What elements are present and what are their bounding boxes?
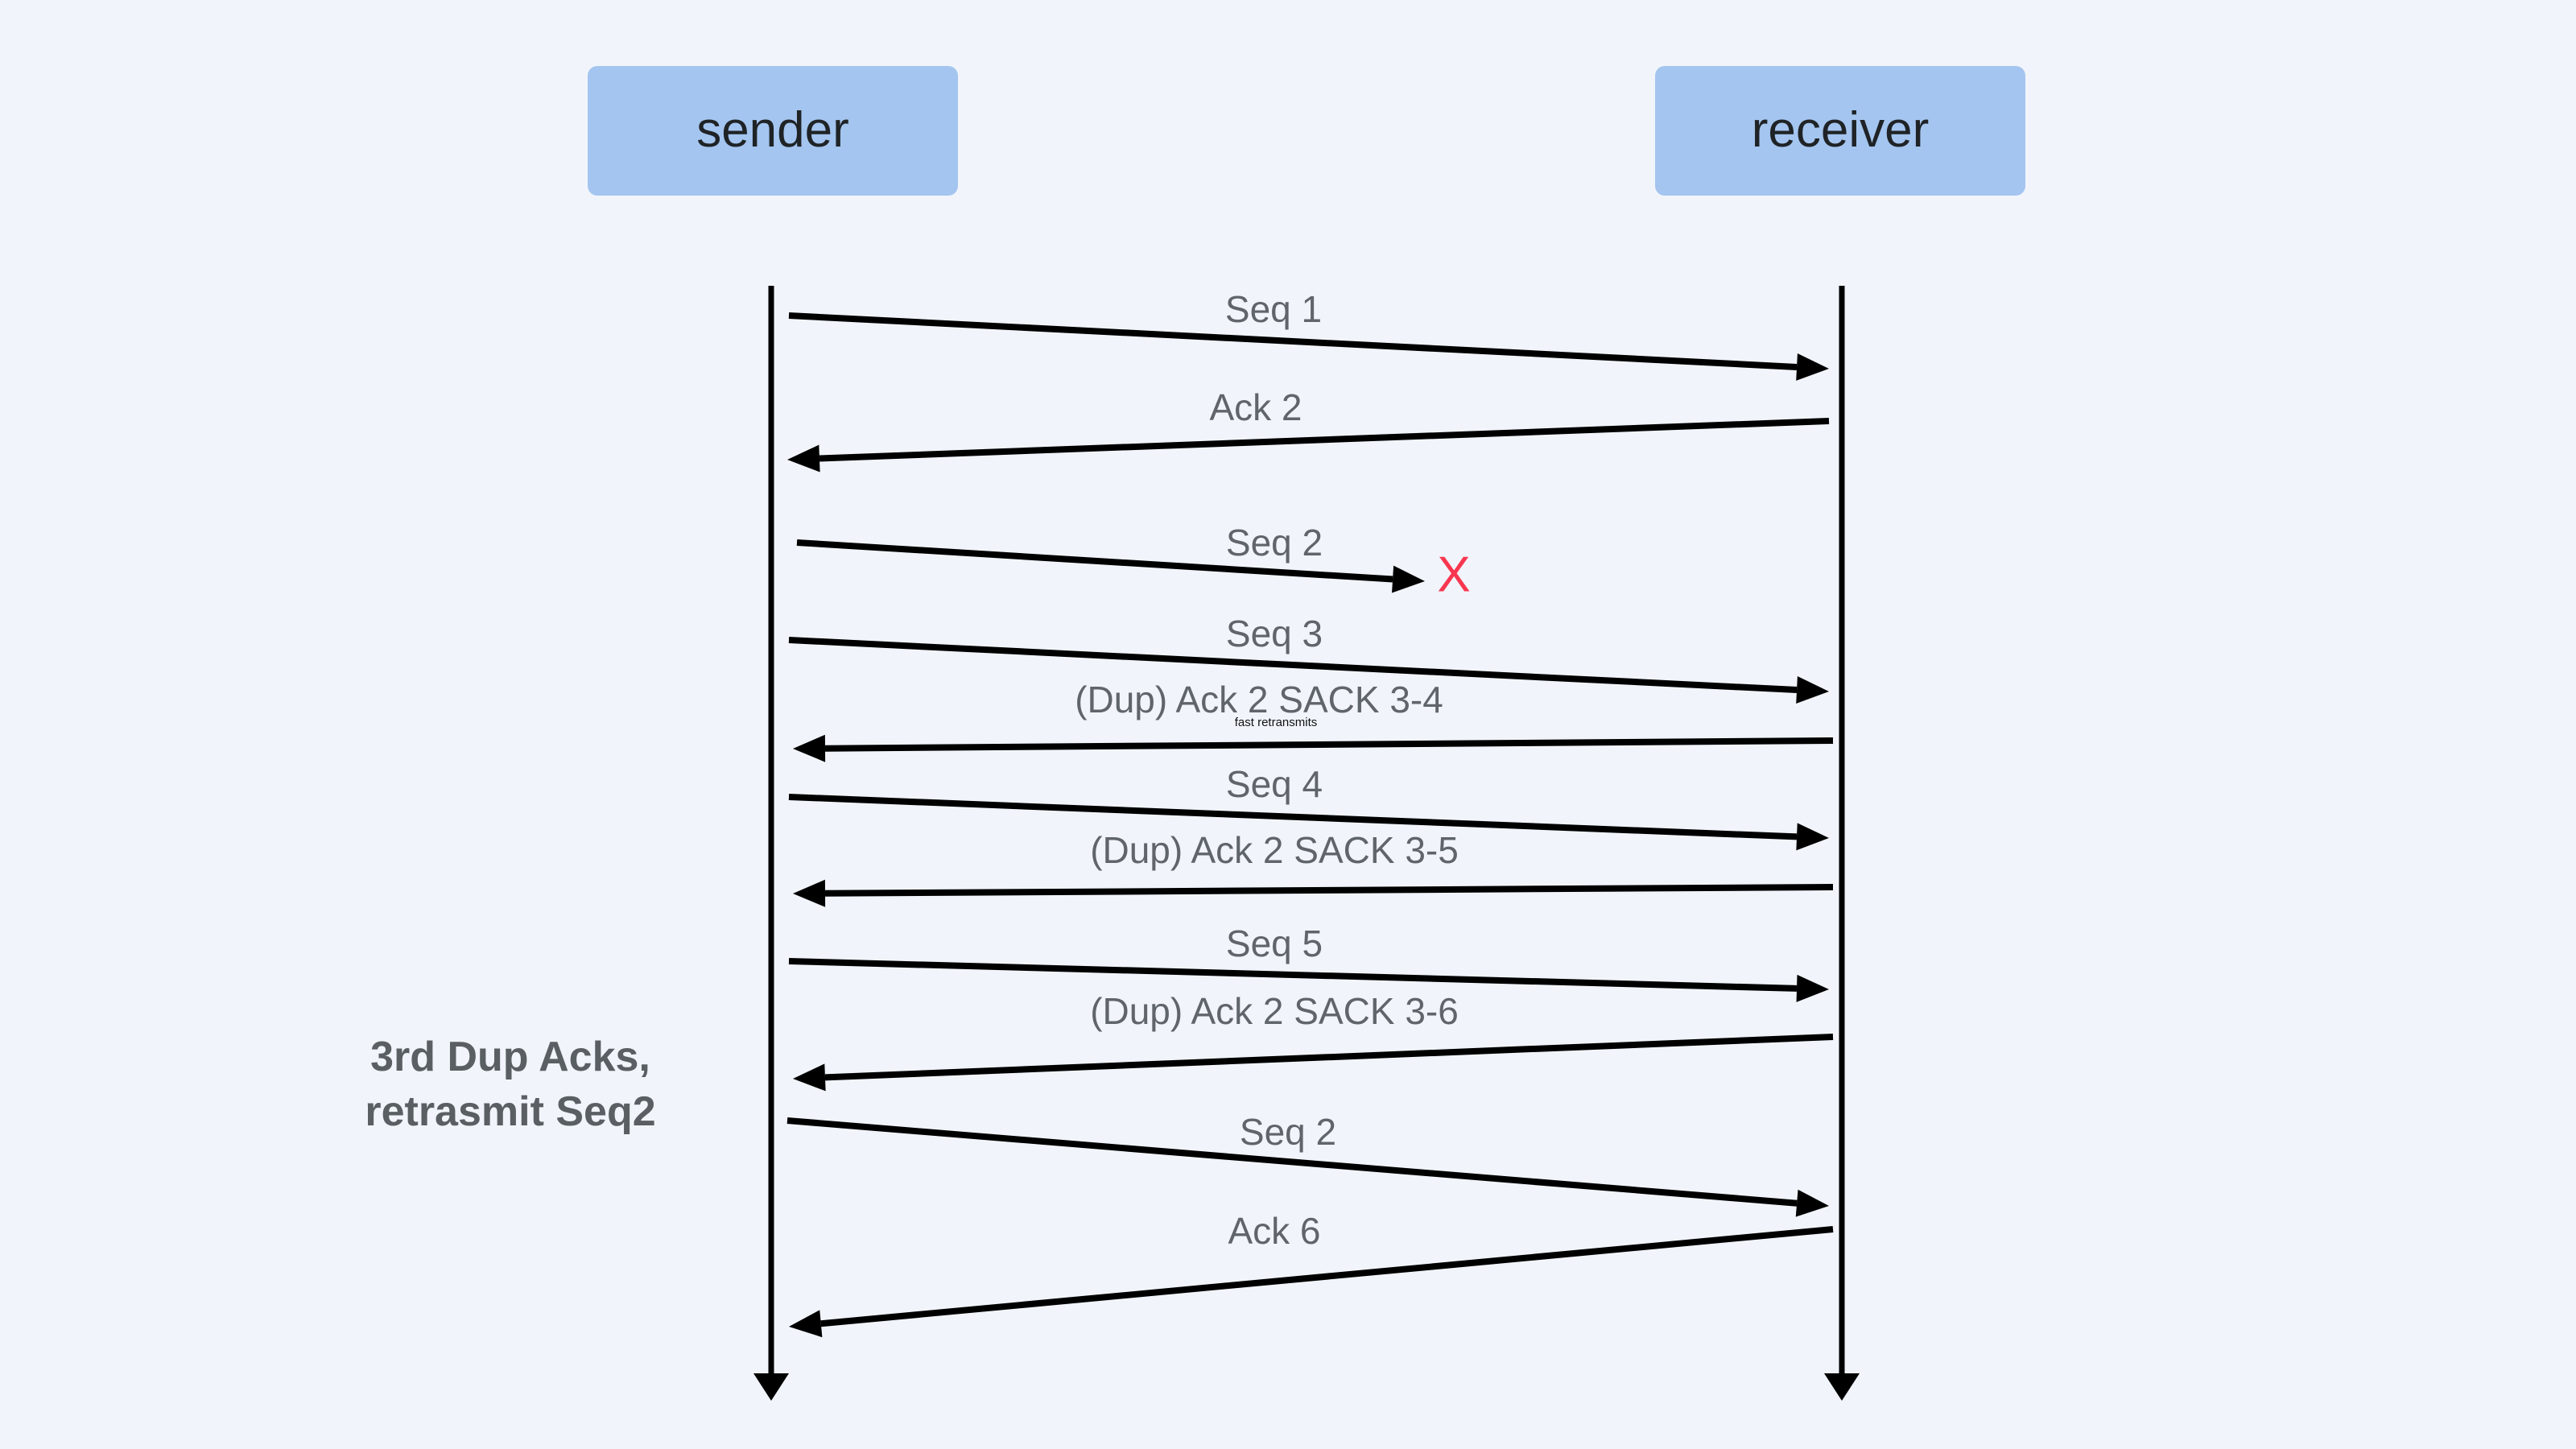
- message-label-msg-seq-4: Seq 4: [1226, 763, 1323, 805]
- participant-receiver[interactable]: receiver: [1655, 66, 2025, 196]
- message-msg-seq-2-lost[interactable]: Seq 2 X: [796, 522, 1471, 602]
- participants-layer: sender receiver: [588, 66, 2025, 196]
- participant-label-receiver: receiver: [1752, 102, 1930, 158]
- message-line-msg-seq-2-retransmit: [786, 1117, 1798, 1207]
- message-line-msg-ack-6: [820, 1226, 1834, 1327]
- message-label-msg-seq-3: Seq 3: [1226, 613, 1323, 654]
- messages-layer: Seq 1 Ack 2 Seq 2 X Seq 3 (Dup) Ack 2 SACK 3-…: [786, 288, 1834, 1338]
- message-arrowhead-msg-seq-2-retransmit: [1795, 1189, 1829, 1217]
- message-line-msg-dup-ack-2-sack-3-6: [824, 1034, 1834, 1081]
- message-arrowhead-msg-ack-2: [787, 444, 820, 473]
- message-label-msg-dup-ack-2-sack-3-5: (Dup) Ack 2 SACK 3-5: [1090, 829, 1459, 871]
- fast-retransmits-annotation: fast retransmits: [1235, 716, 1318, 729]
- message-line-msg-seq-4: [788, 794, 1798, 840]
- message-msg-dup-ack-2-sack-3-5[interactable]: (Dup) Ack 2 SACK 3-5: [793, 829, 1834, 907]
- message-label-msg-dup-ack-2-sack-3-6: (Dup) Ack 2 SACK 3-6: [1090, 990, 1459, 1032]
- note-third-dup-acks: 3rd Dup Acks, retrasmit Seq2: [365, 1034, 655, 1135]
- message-label-msg-seq-2-retransmit: Seq 2: [1240, 1111, 1336, 1153]
- message-label-msg-dup-ack-2-sack-3-4: (Dup) Ack 2 SACK 3-4: [1075, 679, 1443, 720]
- message-arrowhead-msg-seq-1: [1796, 353, 1829, 381]
- packet-drop-x-icon: X: [1437, 547, 1470, 602]
- message-line-msg-seq-5: [788, 958, 1798, 992]
- message-msg-seq-5[interactable]: Seq 5: [788, 923, 1829, 1002]
- message-label-msg-seq-5: Seq 5: [1226, 923, 1323, 964]
- message-line-msg-dup-ack-2-sack-3-5: [824, 884, 1834, 897]
- note-third-dup-acks-line-1: 3rd Dup Acks,: [370, 1034, 650, 1080]
- participant-box-sender: [588, 66, 958, 196]
- note-third-dup-acks-line-2: retrasmit Seq2: [365, 1088, 655, 1135]
- message-line-msg-seq-1: [788, 312, 1798, 370]
- lifelines-layer: [753, 286, 1860, 1401]
- message-msg-seq-2-retransmit[interactable]: Seq 2: [786, 1111, 1829, 1217]
- lifeline-end-arrow-receiver: [1824, 1373, 1860, 1401]
- message-arrowhead-msg-seq-5: [1796, 974, 1829, 1002]
- participant-box-receiver: [1655, 66, 2025, 196]
- message-line-msg-dup-ack-2-sack-3-4: [824, 737, 1834, 752]
- message-msg-seq-1[interactable]: Seq 1: [788, 288, 1829, 381]
- message-arrowhead-msg-ack-6: [789, 1310, 823, 1338]
- message-label-msg-seq-2-lost: Seq 2: [1226, 522, 1323, 564]
- message-msg-seq-3[interactable]: Seq 3: [788, 613, 1829, 704]
- message-msg-dup-ack-2-sack-3-6[interactable]: (Dup) Ack 2 SACK 3-6: [793, 990, 1834, 1092]
- message-arrowhead-msg-dup-ack-2-sack-3-6: [793, 1063, 826, 1092]
- notes-layer: 3rd Dup Acks, retrasmit Seq2: [365, 1034, 655, 1135]
- message-line-msg-seq-3: [788, 637, 1798, 694]
- message-arrowhead-msg-seq-3: [1796, 676, 1829, 704]
- message-arrowhead-msg-dup-ack-2-sack-3-5: [793, 879, 826, 907]
- message-line-msg-seq-2-lost: [796, 539, 1393, 583]
- message-arrowhead-msg-seq-4: [1796, 823, 1829, 851]
- message-label-msg-seq-1: Seq 1: [1225, 288, 1322, 330]
- message-arrowhead-msg-seq-2-lost: [1392, 565, 1425, 593]
- message-msg-ack-6[interactable]: Ack 6: [789, 1210, 1834, 1338]
- lifeline-end-arrow-sender: [753, 1373, 789, 1401]
- message-arrowhead-msg-dup-ack-2-sack-3-4: [793, 734, 826, 762]
- participant-label-sender: sender: [696, 102, 849, 158]
- message-msg-ack-2[interactable]: Ack 2: [787, 386, 1830, 473]
- message-line-msg-ack-2: [819, 418, 1830, 462]
- message-msg-seq-4[interactable]: Seq 4: [788, 763, 1829, 851]
- message-label-msg-ack-2: Ack 2: [1209, 386, 1302, 428]
- message-label-msg-ack-6: Ack 6: [1228, 1210, 1320, 1252]
- participant-sender[interactable]: sender: [588, 66, 958, 196]
